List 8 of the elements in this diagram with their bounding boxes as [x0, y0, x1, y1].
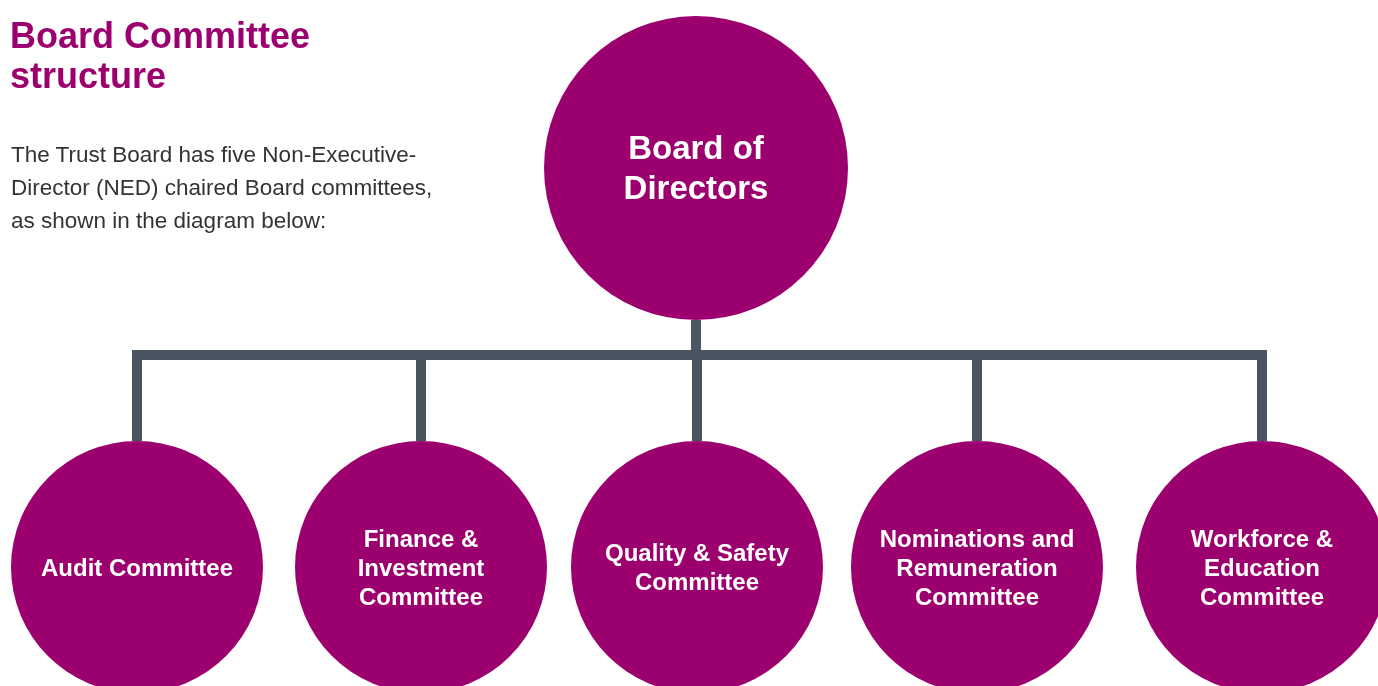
intro-paragraph: The Trust Board has five Non-Executive-Director (NED) chaired Board committees, as shown in the diagram below: [11, 141, 434, 235]
circle-label: Finance & Investment Committee [356, 523, 486, 611]
circle-label: Quality & Safety Committee [603, 538, 791, 596]
circle-label: Workforce & Education Committee [1189, 523, 1335, 611]
heading: Board Committee structure [10, 16, 312, 96]
circle-label: Nominations and Remuneration Committee [878, 523, 1076, 611]
circle-label: Board of Directors [622, 128, 770, 208]
circle-label: Audit Committee [40, 552, 234, 582]
